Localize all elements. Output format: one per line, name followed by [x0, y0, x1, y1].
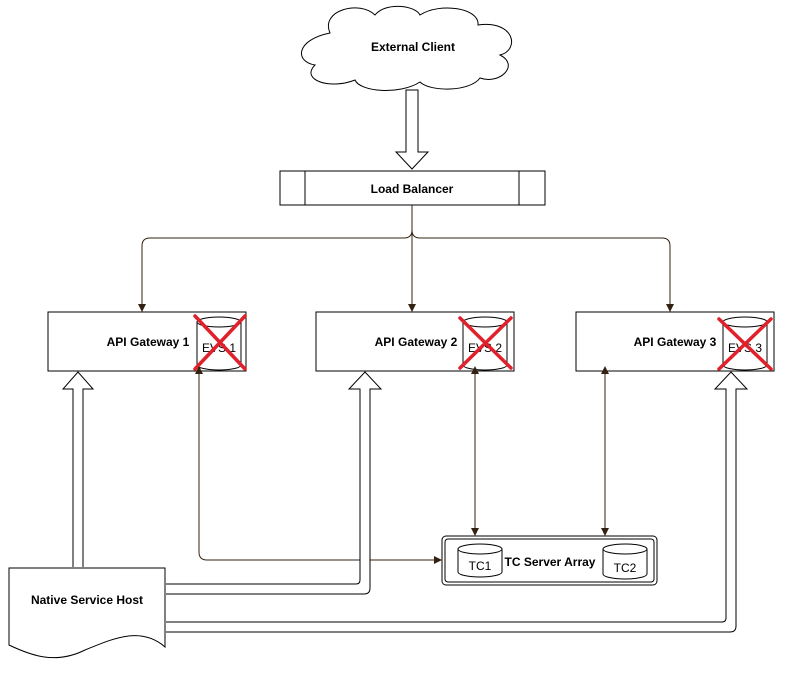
api-gateway-3: API Gateway 3 EVS 3	[575, 311, 775, 372]
api-gateway-1: API Gateway 1 EVS 1	[47, 311, 247, 372]
client-to-lb-arrow	[394, 89, 430, 170]
api-gateway-3-label: API Gateway 3	[634, 335, 717, 349]
lb-connectors	[138, 205, 674, 312]
tc2-label: TC2	[614, 561, 637, 575]
tc1-label: TC1	[469, 559, 492, 573]
external-client-label: External Client	[371, 40, 455, 54]
tc-connectors	[195, 366, 609, 564]
evs-1-failure-cross	[193, 314, 247, 371]
api-gateway-1-label: API Gateway 1	[107, 335, 190, 349]
host-to-gateway-2-arrow	[166, 371, 383, 595]
load-balancer-box: Load Balancer	[279, 170, 546, 206]
load-balancer-label: Load Balancer	[371, 182, 454, 196]
host-to-gateway-3-arrow	[166, 371, 749, 633]
host-to-gateway-1-arrow	[61, 371, 95, 567]
tc-server-array-label: TC Server Array	[505, 555, 596, 569]
tc-server-array: TC1 TC Server Array TC2	[441, 535, 658, 586]
tc2-database-icon: TC2	[602, 543, 648, 580]
api-gateway-2-label: API Gateway 2	[375, 335, 458, 349]
native-service-host: Native Service Host	[8, 567, 166, 659]
native-service-host-label: Native Service Host	[31, 593, 143, 607]
tc1-database-icon: TC1	[457, 543, 503, 578]
external-client-cloud: External Client	[301, 5, 513, 91]
evs-2-failure-cross	[458, 316, 513, 370]
evs-3-failure-cross	[717, 317, 773, 371]
api-gateway-2: API Gateway 2 EVS 2	[315, 311, 515, 372]
